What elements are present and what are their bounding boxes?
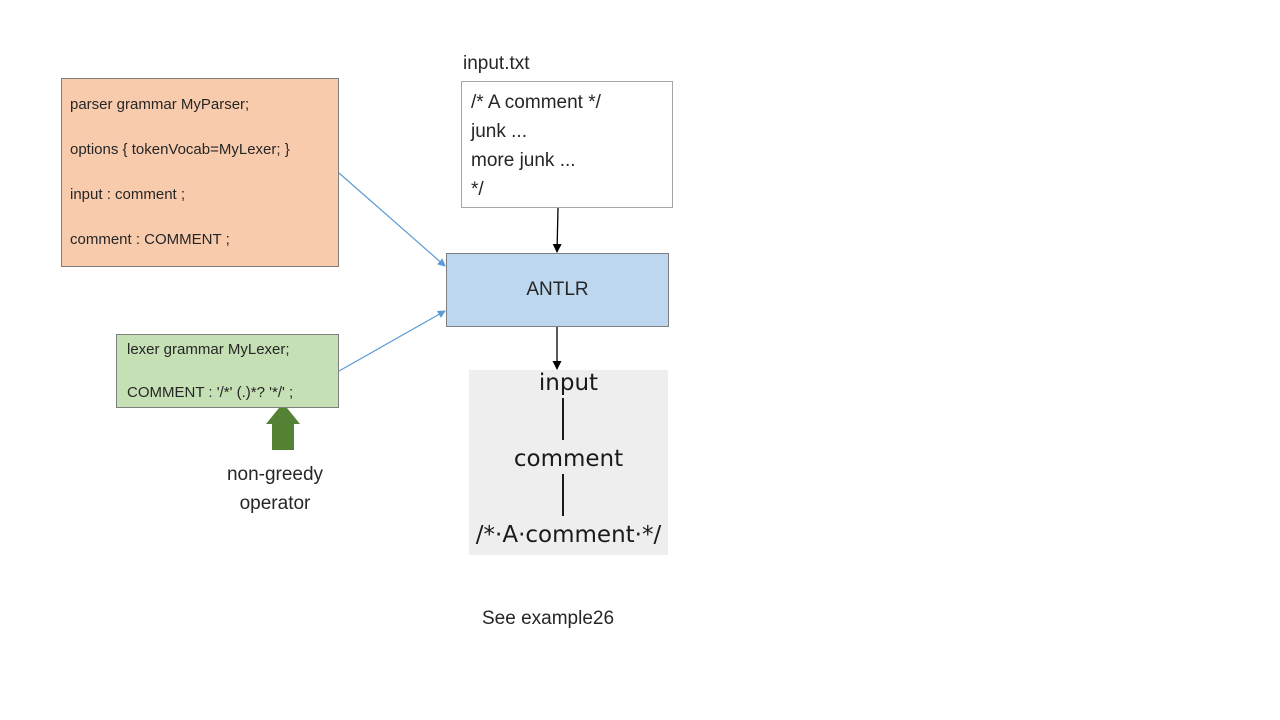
antlr-box: ANTLR	[446, 253, 669, 327]
tree-edge-child-leaf	[562, 474, 564, 516]
non-greedy-label: non-greedy operator	[226, 464, 324, 514]
tree-node-leaf: /*·A·comment·*/	[475, 522, 662, 548]
input-to-antlr-arrow	[552, 207, 562, 253]
see-example-label: See example26	[482, 608, 615, 629]
antlr-label: ANTLR	[526, 279, 589, 300]
parser-grammar-box: parser grammar MyParser; options { token…	[61, 78, 339, 267]
non-greedy-up-arrow	[266, 403, 300, 450]
parser-input-rule-line: input : comment ;	[70, 186, 186, 203]
lexer-comment-rule-line: COMMENT : '/*' (.)*? '*/' ;	[127, 384, 294, 401]
parser-grammar-line: parser grammar MyParser;	[70, 96, 250, 113]
input-file-line: more junk ...	[471, 150, 576, 171]
input-file-line: */	[471, 179, 484, 200]
lexer-grammar-line: lexer grammar MyLexer;	[127, 341, 290, 358]
lexer-grammar-box: lexer grammar MyLexer; COMMENT : '/*' (.…	[116, 334, 339, 408]
tree-node-child: comment	[513, 446, 624, 472]
parser-comment-rule-line: comment : COMMENT ;	[70, 231, 230, 248]
tree-edge-root-child	[562, 398, 564, 440]
lexer-to-antlr-arrow	[338, 310, 446, 372]
tree-node-root: input	[538, 370, 599, 396]
parser-to-antlr-arrow	[338, 172, 446, 267]
parse-tree-panel: input comment /*·A·comment·*/	[469, 370, 668, 555]
parser-options-line: options { tokenVocab=MyLexer; }	[70, 141, 290, 158]
input-file-line: /* A comment */	[471, 92, 601, 113]
input-file-line: junk ...	[471, 121, 527, 142]
input-file-label: input.txt	[463, 53, 530, 74]
input-file-box: /* A comment */ junk ... more junk ... *…	[461, 81, 673, 208]
